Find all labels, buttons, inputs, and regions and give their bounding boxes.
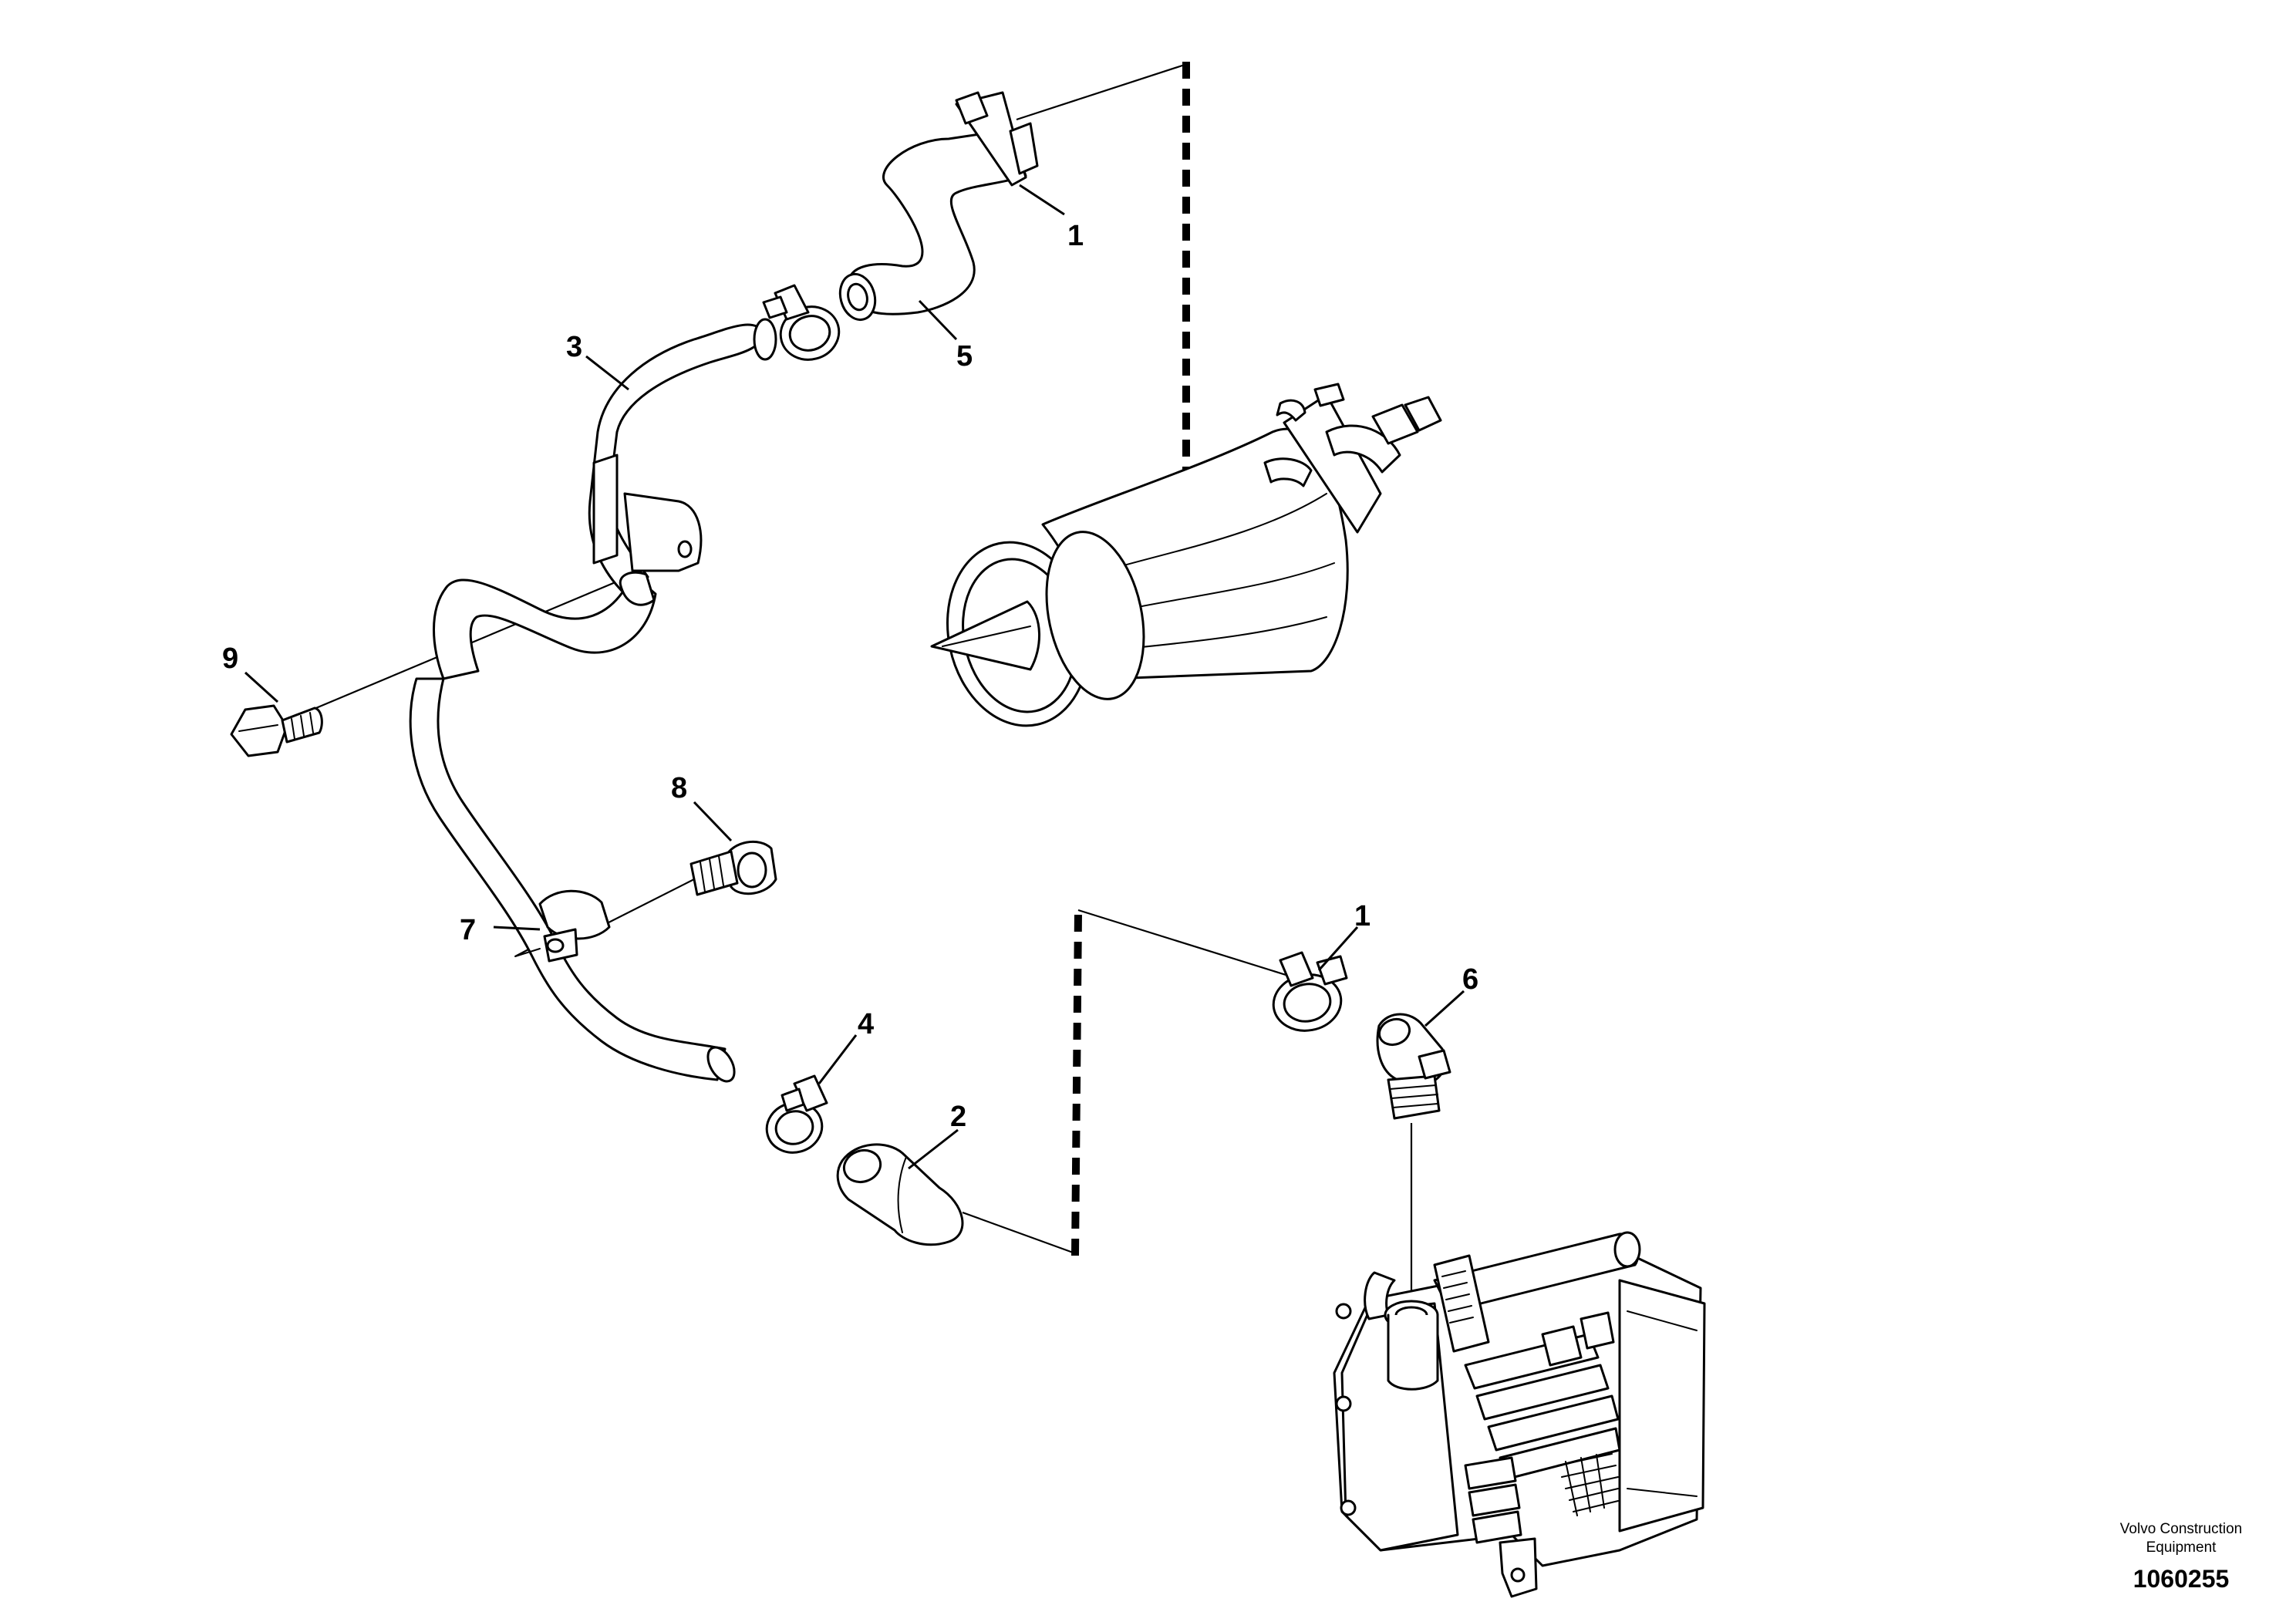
leader-lines (244, 184, 1465, 1170)
callout-8: 8 (671, 772, 687, 804)
callout-6: 6 (1462, 963, 1478, 996)
hose-clamp-icon (1272, 951, 1348, 1032)
hose-clamp-icon (955, 91, 1039, 187)
callout-9: 9 (222, 642, 238, 675)
callout-4: 4 (858, 1008, 874, 1040)
company-line-2: Equipment (2146, 1539, 2217, 1556)
pipe-3 (409, 318, 777, 1083)
hose-clamp-icon (762, 284, 841, 361)
callout-7: 7 (460, 914, 476, 946)
connection-lines (312, 62, 1413, 1311)
callout-1-bottom: 1 (1354, 900, 1371, 932)
fitting-6 (1376, 1013, 1451, 1120)
footer: Volvo Construction Equipment 1060255 (2120, 1521, 2242, 1593)
callout-5: 5 (956, 340, 973, 373)
callout-3: 3 (566, 331, 582, 363)
callout-labels: 1 5 3 9 8 7 4 2 1 6 (222, 220, 1478, 1133)
control-unit-icon (1333, 1231, 1706, 1598)
clamp-7 (514, 889, 611, 963)
bolt-icon (689, 841, 777, 896)
callout-1-top: 1 (1067, 220, 1084, 252)
company-line-1: Volvo Construction (2120, 1521, 2242, 1537)
hose-5 (838, 128, 1027, 322)
fuel-filter-icon (930, 383, 1442, 727)
hose-clamp-icon (765, 1074, 828, 1154)
drawing-number: 1060255 (2133, 1565, 2230, 1593)
callout-2: 2 (950, 1101, 966, 1133)
hose-2 (836, 1143, 964, 1246)
bolt-icon (230, 704, 323, 757)
